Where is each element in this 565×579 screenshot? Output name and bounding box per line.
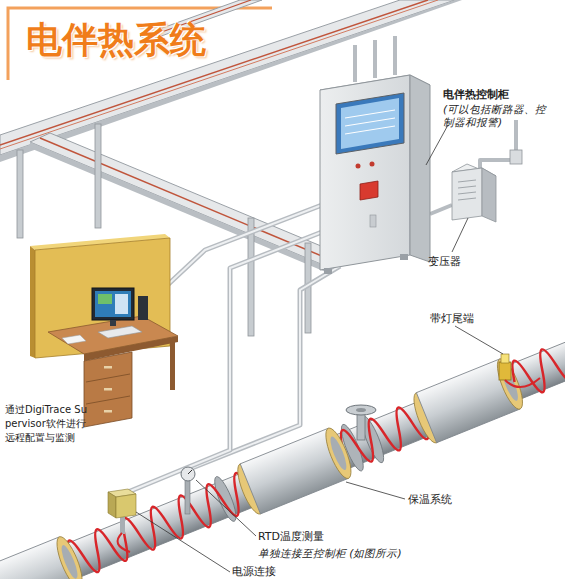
- tray-support-part: [17, 150, 23, 238]
- computer-desk-part: [95, 291, 131, 317]
- leader-line-part: [452, 218, 468, 252]
- callout-heading: 电伴热控制柜: [443, 88, 509, 101]
- insulation-section: [233, 425, 356, 517]
- power-connection-box-part: [108, 492, 116, 518]
- transformer-part: [482, 168, 496, 222]
- leader-line-part: [196, 480, 256, 536]
- computer-desk-part: [104, 366, 112, 369]
- computer-desk-part: [115, 294, 128, 314]
- control-cabinet-part: [370, 162, 375, 167]
- part-label: 带灯尾端: [430, 312, 474, 325]
- transformer: [452, 164, 496, 222]
- junction-box: [510, 150, 522, 164]
- process-pipe-part: [507, 341, 565, 401]
- insulation-section-part: [52, 534, 87, 579]
- rtd-sensor-part: [181, 467, 195, 481]
- control-cabinet-part: [336, 93, 404, 154]
- control-cabinet-part: [356, 164, 361, 169]
- part-label: 保温系统: [408, 493, 452, 506]
- valve-part: [356, 408, 366, 412]
- end-light-part: [499, 362, 511, 380]
- callout-note: (可以包括断路器、控制器和报警): [443, 103, 547, 129]
- callout-note: 通过DigiTrace Supervisor软件进行远程配置与监测: [5, 403, 91, 445]
- transformer-part: [458, 186, 476, 188]
- transformer-part: [458, 180, 476, 182]
- power-connection-box-part: [118, 533, 131, 552]
- power-connection-box: [108, 489, 136, 552]
- insulation-section-part: [240, 428, 348, 514]
- computer-desk-part: [30, 246, 35, 358]
- control-cabinet-part: [324, 268, 332, 274]
- computer-desk-part: [48, 316, 178, 354]
- computer-desk-part: [86, 396, 130, 404]
- conduit-part: [160, 205, 322, 292]
- transformer-part: [458, 198, 476, 200]
- computer-desk-part: [62, 335, 86, 344]
- leader-line-part: [426, 125, 448, 165]
- end-light: [499, 354, 540, 387]
- control-cabinet-part: [400, 254, 408, 260]
- computer-desk-part: [84, 352, 132, 427]
- valve-part: [346, 405, 376, 415]
- end-light-part: [505, 378, 540, 387]
- insulation-section-part: [321, 425, 356, 481]
- conduit-part: [355, 36, 395, 82]
- control-cabinet-part: [345, 118, 395, 126]
- cable-tray: [0, 0, 462, 273]
- transformer-part: [452, 168, 482, 220]
- computer-desk-part: [138, 296, 148, 320]
- computer-desk-part: [104, 410, 112, 413]
- conduit-part: [430, 205, 452, 214]
- computer-desk-part: [92, 288, 134, 320]
- computer-desk-part: [104, 388, 112, 391]
- part-label: 电源连接: [232, 565, 276, 578]
- computer-desk-part: [98, 294, 112, 304]
- cable-tray-part: [0, 0, 428, 145]
- computer-desk-part: [170, 342, 175, 390]
- control-cabinet-part: [341, 98, 399, 149]
- diagram-title: 电伴热系统: [26, 18, 206, 62]
- insulation-section: [409, 356, 528, 446]
- insulation-section: [0, 534, 87, 579]
- tray-support-part: [95, 124, 101, 228]
- rtd-sensor-part: [188, 470, 192, 474]
- control-cabinet-part: [410, 75, 430, 262]
- part-label: RTD温度测量: [258, 530, 324, 543]
- control-cabinet-part: [345, 126, 395, 134]
- power-connection-box-part: [116, 494, 136, 518]
- insulation-section-part: [416, 359, 520, 443]
- part-label: 变压器: [428, 255, 461, 268]
- leader-line-part: [455, 326, 503, 354]
- control-cabinet-part: [370, 215, 376, 227]
- rtd-sensor-part: [185, 478, 190, 514]
- cable-tray-part: [0, 0, 438, 149]
- control-cabinet-part: [345, 110, 395, 118]
- leader-line-part: [346, 482, 405, 499]
- computer-desk-part: [110, 320, 116, 326]
- end-light-part: [501, 354, 509, 363]
- leader-line-part: [136, 512, 230, 572]
- control-cabinet-part: [360, 181, 378, 200]
- computer-desk-part: [86, 374, 130, 382]
- insulation-section-part: [328, 435, 350, 472]
- transformer-part: [458, 192, 476, 194]
- conduit-part: [160, 205, 322, 292]
- control-cabinet: [320, 75, 430, 274]
- leader-line: [136, 125, 503, 572]
- process-pipe-part: [0, 326, 565, 579]
- rtd-sensor: [181, 467, 195, 514]
- process-pipe: [0, 318, 565, 579]
- control-cabinet-part: [320, 75, 410, 270]
- valve: [346, 405, 376, 440]
- computer-desk-part: [98, 326, 142, 338]
- insulation-section-part: [59, 544, 81, 579]
- callout-note: 单独连接至控制柜 (如图所示): [258, 547, 402, 560]
- computer-desk: [30, 234, 178, 427]
